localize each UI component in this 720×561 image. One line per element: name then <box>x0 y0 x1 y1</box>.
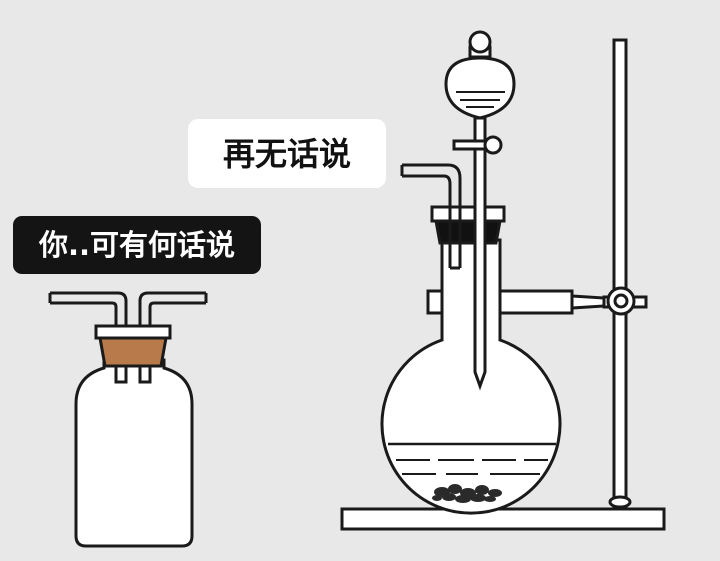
solid-particles <box>432 484 502 503</box>
flask-stopper <box>430 205 506 245</box>
bottle-speech-bubble: 你..可有何话说 <box>13 216 261 274</box>
bottle-body <box>74 358 194 548</box>
gas-washing-bottle <box>74 324 194 548</box>
clamp-arm-neck <box>570 294 606 310</box>
round-flask <box>380 238 562 515</box>
flask-speech-bubble: 再无话说 <box>188 119 386 188</box>
clamp-boss-inner <box>613 293 629 309</box>
stand-rod <box>612 38 628 508</box>
stand-rod-foot <box>608 495 632 509</box>
flask-body <box>380 238 562 515</box>
bottle-stopper-top <box>94 324 172 340</box>
separatory-funnel <box>444 30 516 391</box>
stand-base <box>340 507 666 531</box>
bottle-tubes <box>48 291 208 326</box>
delivery-tube <box>400 163 462 270</box>
bottle-stopper <box>98 336 168 368</box>
